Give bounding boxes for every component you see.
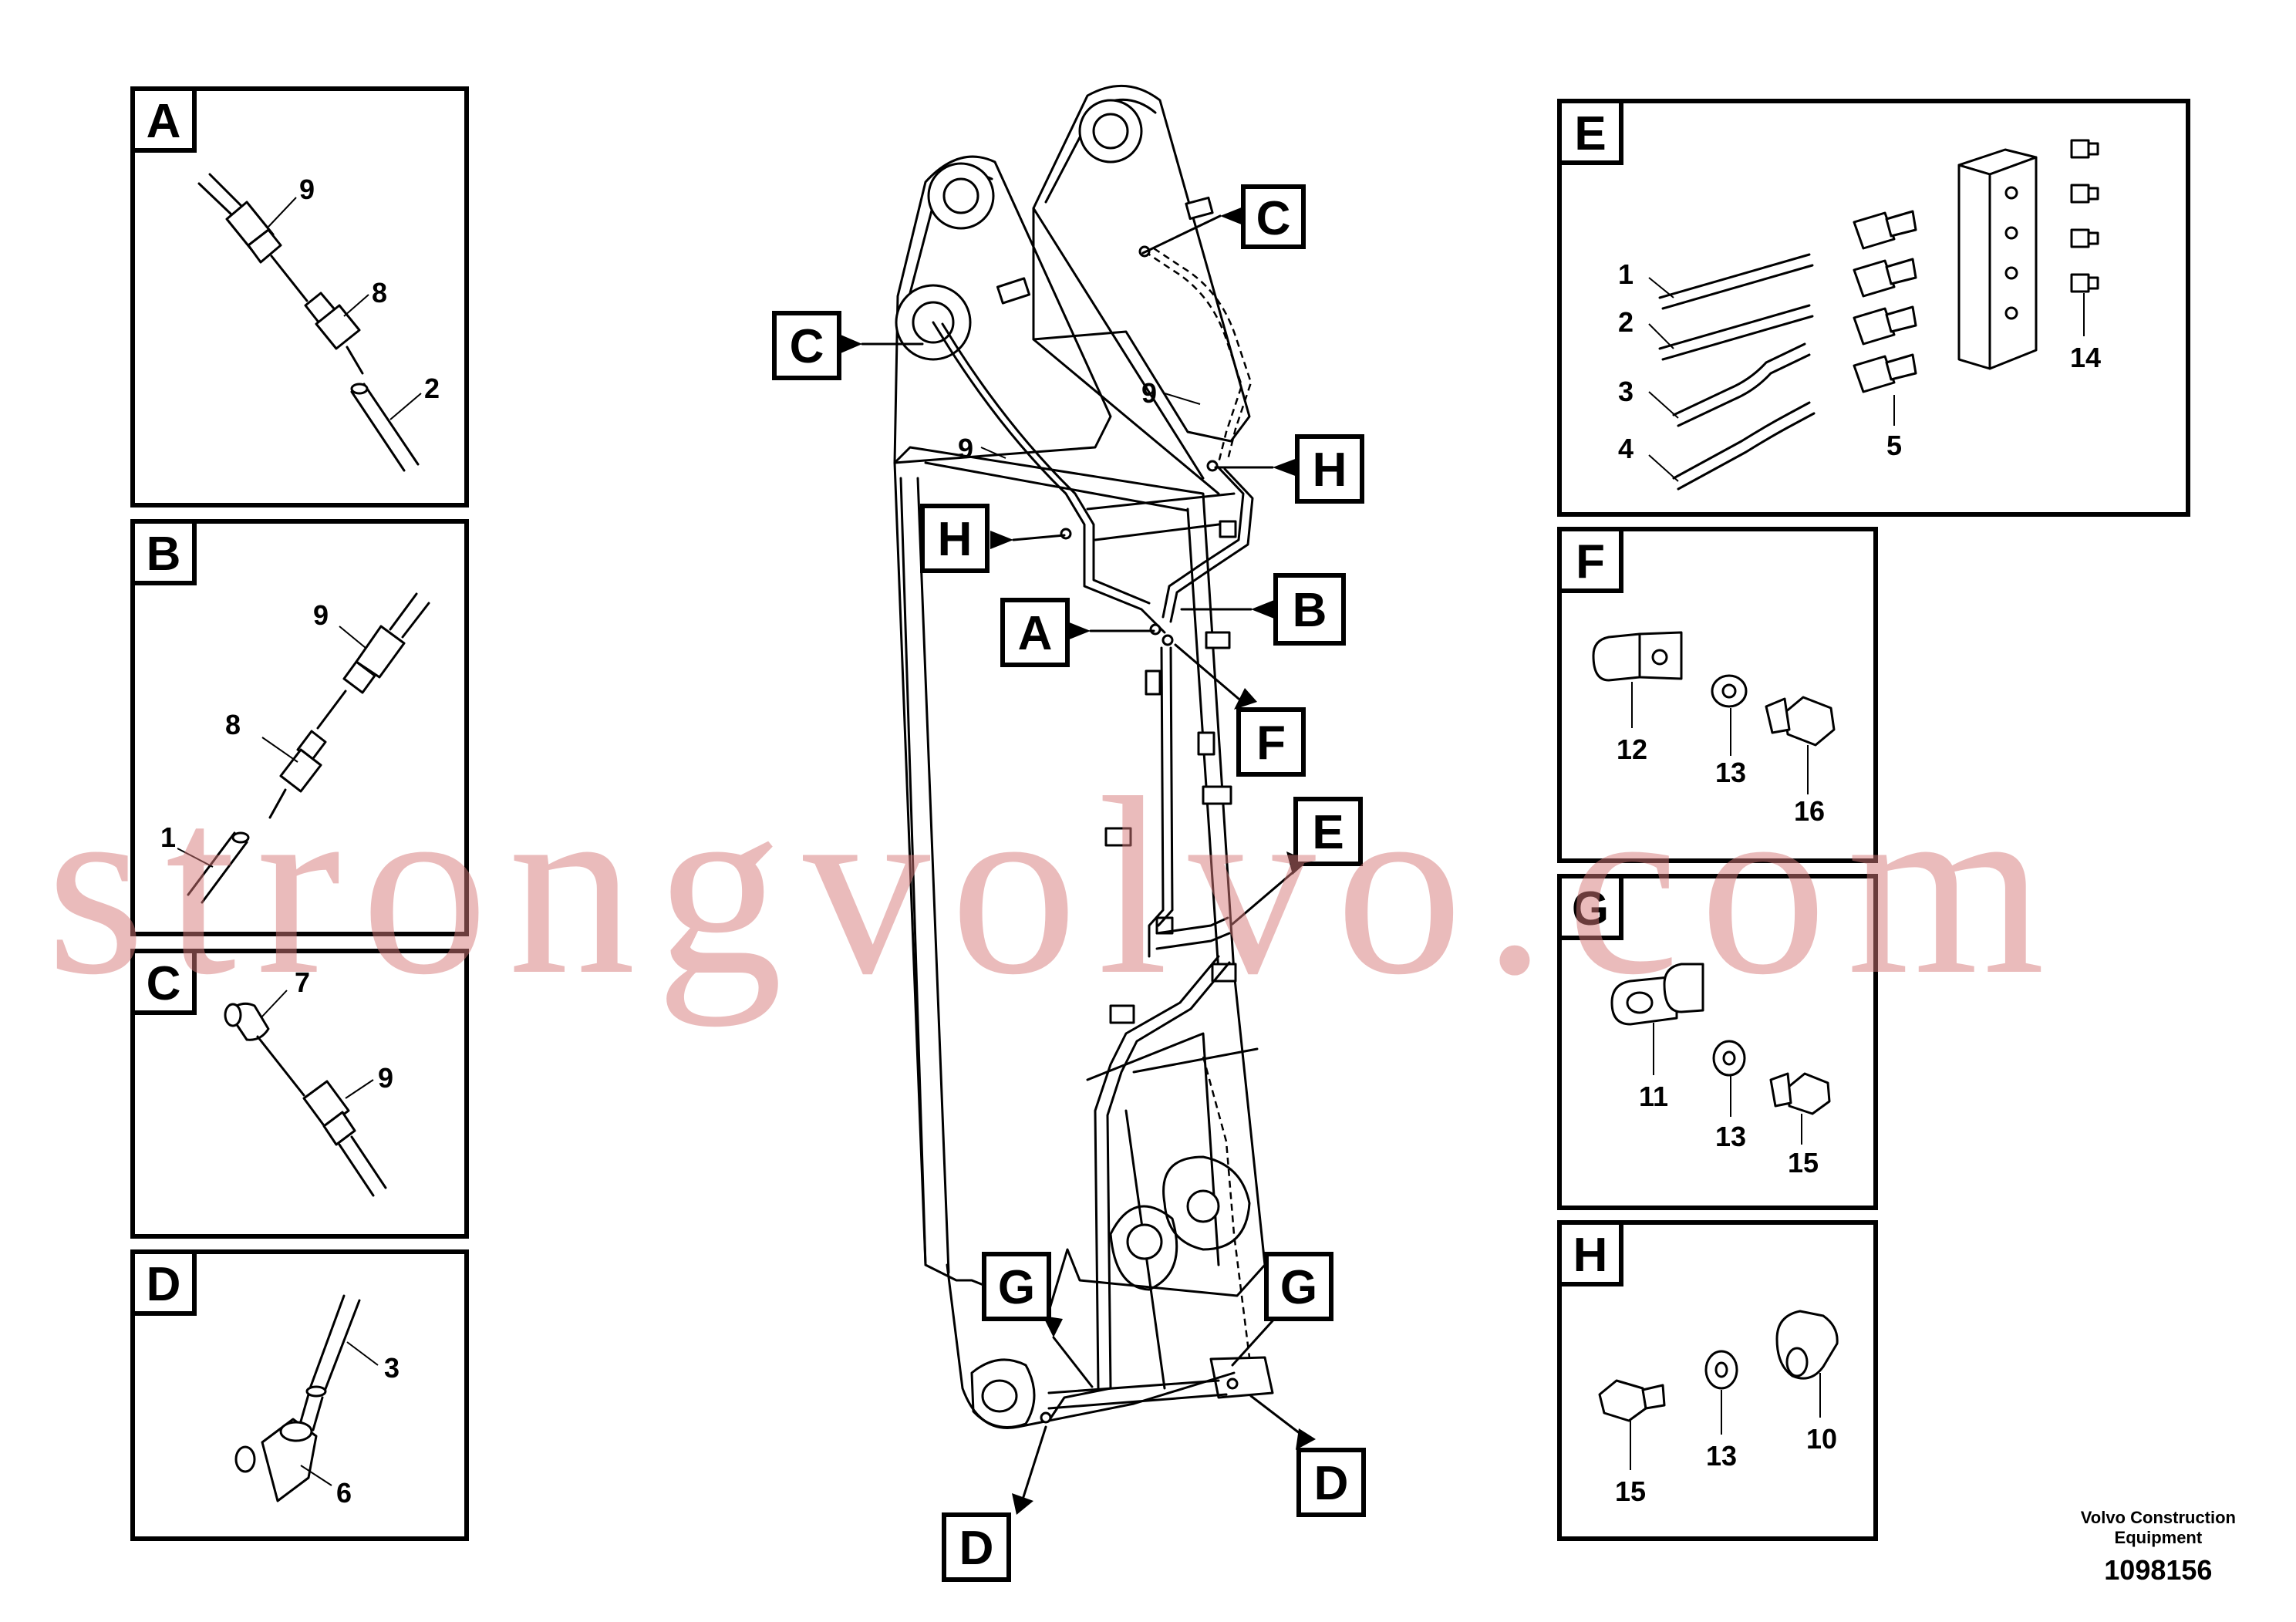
union-fittings-5 xyxy=(1853,210,1917,393)
panel-a-letter: A xyxy=(147,95,181,148)
boom-assembly xyxy=(893,84,1274,1429)
panel-g-item-11: 11 xyxy=(1639,1081,1668,1112)
panel-b-item-8: 8 xyxy=(225,709,241,740)
panel-h-item-13: 13 xyxy=(1706,1440,1737,1472)
panel-c-letter: C xyxy=(147,957,181,1010)
callout-f: F xyxy=(1256,717,1286,770)
panel-g-item-15: 15 xyxy=(1788,1147,1819,1179)
lower-lug xyxy=(1162,1155,1251,1251)
plugs-14 xyxy=(2070,139,2099,293)
distribution-block xyxy=(1957,148,2038,370)
callout-d-right: D xyxy=(1314,1457,1349,1510)
panel-c: C 7 9 xyxy=(130,949,469,1239)
callout-d-left: D xyxy=(959,1522,994,1575)
fitting-9 xyxy=(355,625,406,679)
hose-left xyxy=(932,321,1166,634)
panel-d-item-3: 3 xyxy=(384,1352,400,1384)
panel-a: A 9 8 2 xyxy=(130,86,469,508)
panel-a-item-2: 2 xyxy=(424,373,440,404)
main-callouts: C C 9 9 H H A B F xyxy=(772,184,1366,1582)
bolt-15 xyxy=(1786,1072,1831,1115)
panel-e-item-5: 5 xyxy=(1886,430,1902,461)
panel-d: D 3 6 xyxy=(130,1249,469,1541)
callout-e: E xyxy=(1312,806,1344,859)
brand-line-2: Equipment xyxy=(2114,1528,2203,1547)
callout-g-right: G xyxy=(1280,1261,1317,1314)
panel-e-item-3: 3 xyxy=(1618,376,1633,407)
panel-b-item-9: 9 xyxy=(313,599,329,631)
callout-h-right: H xyxy=(1313,443,1347,497)
panel-e-item-1: 1 xyxy=(1618,258,1633,290)
panel-b-item-1: 1 xyxy=(160,821,176,853)
panel-e-item-2: 2 xyxy=(1618,306,1633,338)
panel-d-item-6: 6 xyxy=(336,1477,352,1509)
boom-outline xyxy=(893,446,1266,1313)
callout-h-left: H xyxy=(938,513,973,566)
panel-b: B 9 8 1 xyxy=(130,519,469,936)
panel-b-letter: B xyxy=(147,528,181,581)
panel-a-item-8: 8 xyxy=(372,277,387,309)
bolt-16 xyxy=(1783,696,1836,747)
callout-g-left: G xyxy=(998,1261,1035,1314)
panel-c-item-9: 9 xyxy=(378,1062,393,1094)
panel-h-item-10: 10 xyxy=(1806,1423,1837,1455)
tubes xyxy=(1658,253,1816,491)
footer: Volvo Construction Equipment 1098156 xyxy=(2081,1508,2236,1587)
panel-e-item-4: 4 xyxy=(1618,433,1633,464)
callout-c-top: C xyxy=(1256,192,1291,245)
callout-b: B xyxy=(1293,584,1327,637)
callout-a: A xyxy=(1018,607,1053,660)
label-9-left: 9 xyxy=(958,433,973,464)
panel-e-letter: E xyxy=(1574,107,1606,160)
hose-hidden xyxy=(1144,250,1243,464)
brand-line-1: Volvo Construction xyxy=(2080,1508,2236,1527)
panel-f-item-13: 13 xyxy=(1715,757,1746,788)
label-9-right: 9 xyxy=(1141,377,1157,409)
callout-c-left: C xyxy=(790,320,824,373)
panel-a-item-9: 9 xyxy=(299,174,315,205)
panel-f-item-12: 12 xyxy=(1617,733,1647,765)
panel-h: H 15 13 10 xyxy=(1557,1220,1878,1541)
panel-f: F 12 13 16 xyxy=(1557,527,1878,863)
panel-c-item-7: 7 xyxy=(295,966,310,998)
panel-f-letter: F xyxy=(1576,535,1605,588)
clamp-12 xyxy=(1592,632,1641,682)
upper-left-lug xyxy=(893,155,1112,464)
panel-g: G 11 13 15 xyxy=(1557,874,1878,1210)
panel-d-letter: D xyxy=(147,1258,181,1311)
panel-e-item-14: 14 xyxy=(2070,342,2101,373)
panel-h-item-15: 15 xyxy=(1615,1475,1646,1507)
panel-h-letter: H xyxy=(1573,1229,1608,1282)
drawing-number: 1098156 xyxy=(2104,1554,2213,1586)
panel-g-item-13: 13 xyxy=(1715,1121,1746,1152)
panel-e: E xyxy=(1557,99,2190,517)
panel-f-item-16: 16 xyxy=(1794,795,1825,827)
upper-right-lug xyxy=(1032,84,1251,443)
hose-right xyxy=(1161,461,1245,619)
panel-g-letter: G xyxy=(1572,882,1609,936)
